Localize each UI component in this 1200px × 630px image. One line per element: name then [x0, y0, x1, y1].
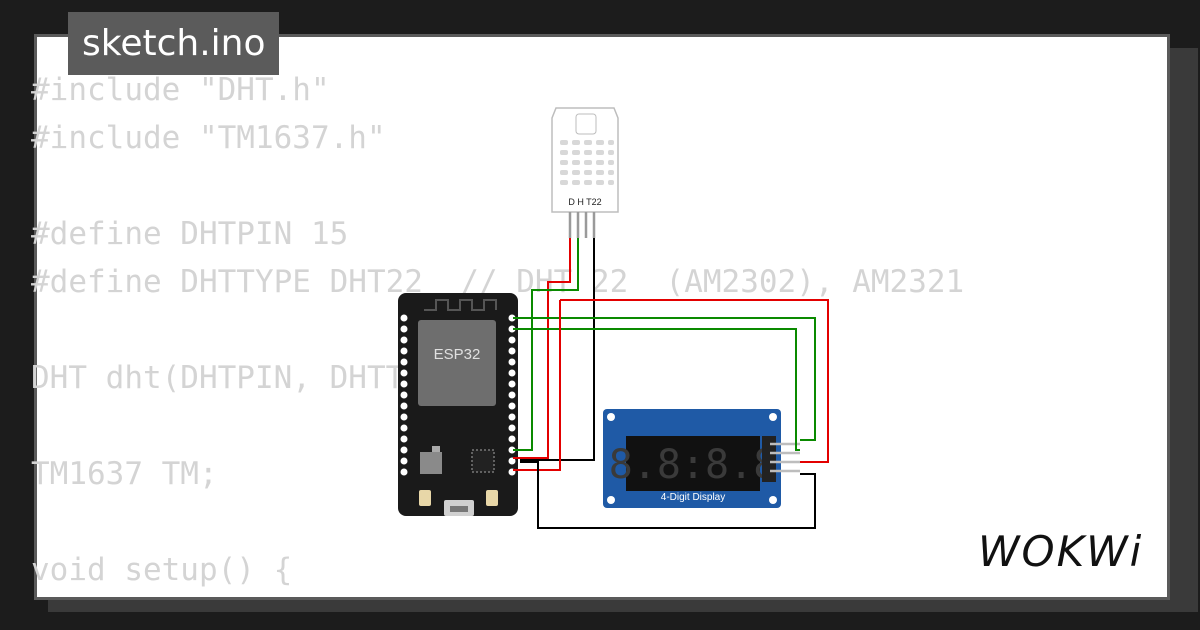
tm1637-display[interactable]: 8.8:8.8 4-Digit Display	[603, 409, 800, 508]
code-line: void setup() {	[31, 552, 293, 588]
sensor-label: D H T22	[568, 197, 601, 207]
code-line: #include "DHT.h"	[31, 72, 330, 108]
code-line: #define DHTPIN 15	[31, 216, 349, 252]
wire-display-clk[interactable]	[513, 317, 816, 441]
code-line: #define DHTTYPE DHT22 // DHT 22 (AM2302)…	[31, 264, 965, 300]
chip-icon	[418, 320, 496, 406]
wire-dht-vcc[interactable]	[513, 238, 571, 459]
wire-dht-gnd[interactable]	[520, 238, 595, 461]
dht22-sensor[interactable]: D H T22	[551, 107, 619, 238]
wire-display-vcc[interactable]	[560, 299, 829, 463]
display-label: 4-Digit Display	[661, 492, 725, 503]
code-line: TM1637 TM;	[31, 456, 218, 492]
wires	[513, 238, 829, 529]
wire-display-gnd[interactable]	[520, 461, 816, 529]
esp32-board[interactable]: ESP32	[398, 293, 518, 516]
wire-display-dio[interactable]	[513, 328, 800, 451]
code-line: #include "TM1637.h"	[31, 120, 386, 156]
display-digits: 8.8:8.8	[609, 442, 778, 488]
file-title-tab[interactable]: sketch.ino	[68, 12, 280, 75]
wokwi-logo[interactable]: WOKWi	[978, 527, 1144, 576]
mcu-label: ESP32	[434, 346, 481, 363]
wire-dht-data[interactable]	[513, 238, 579, 451]
wire-display-vcc-link[interactable]	[513, 300, 561, 471]
